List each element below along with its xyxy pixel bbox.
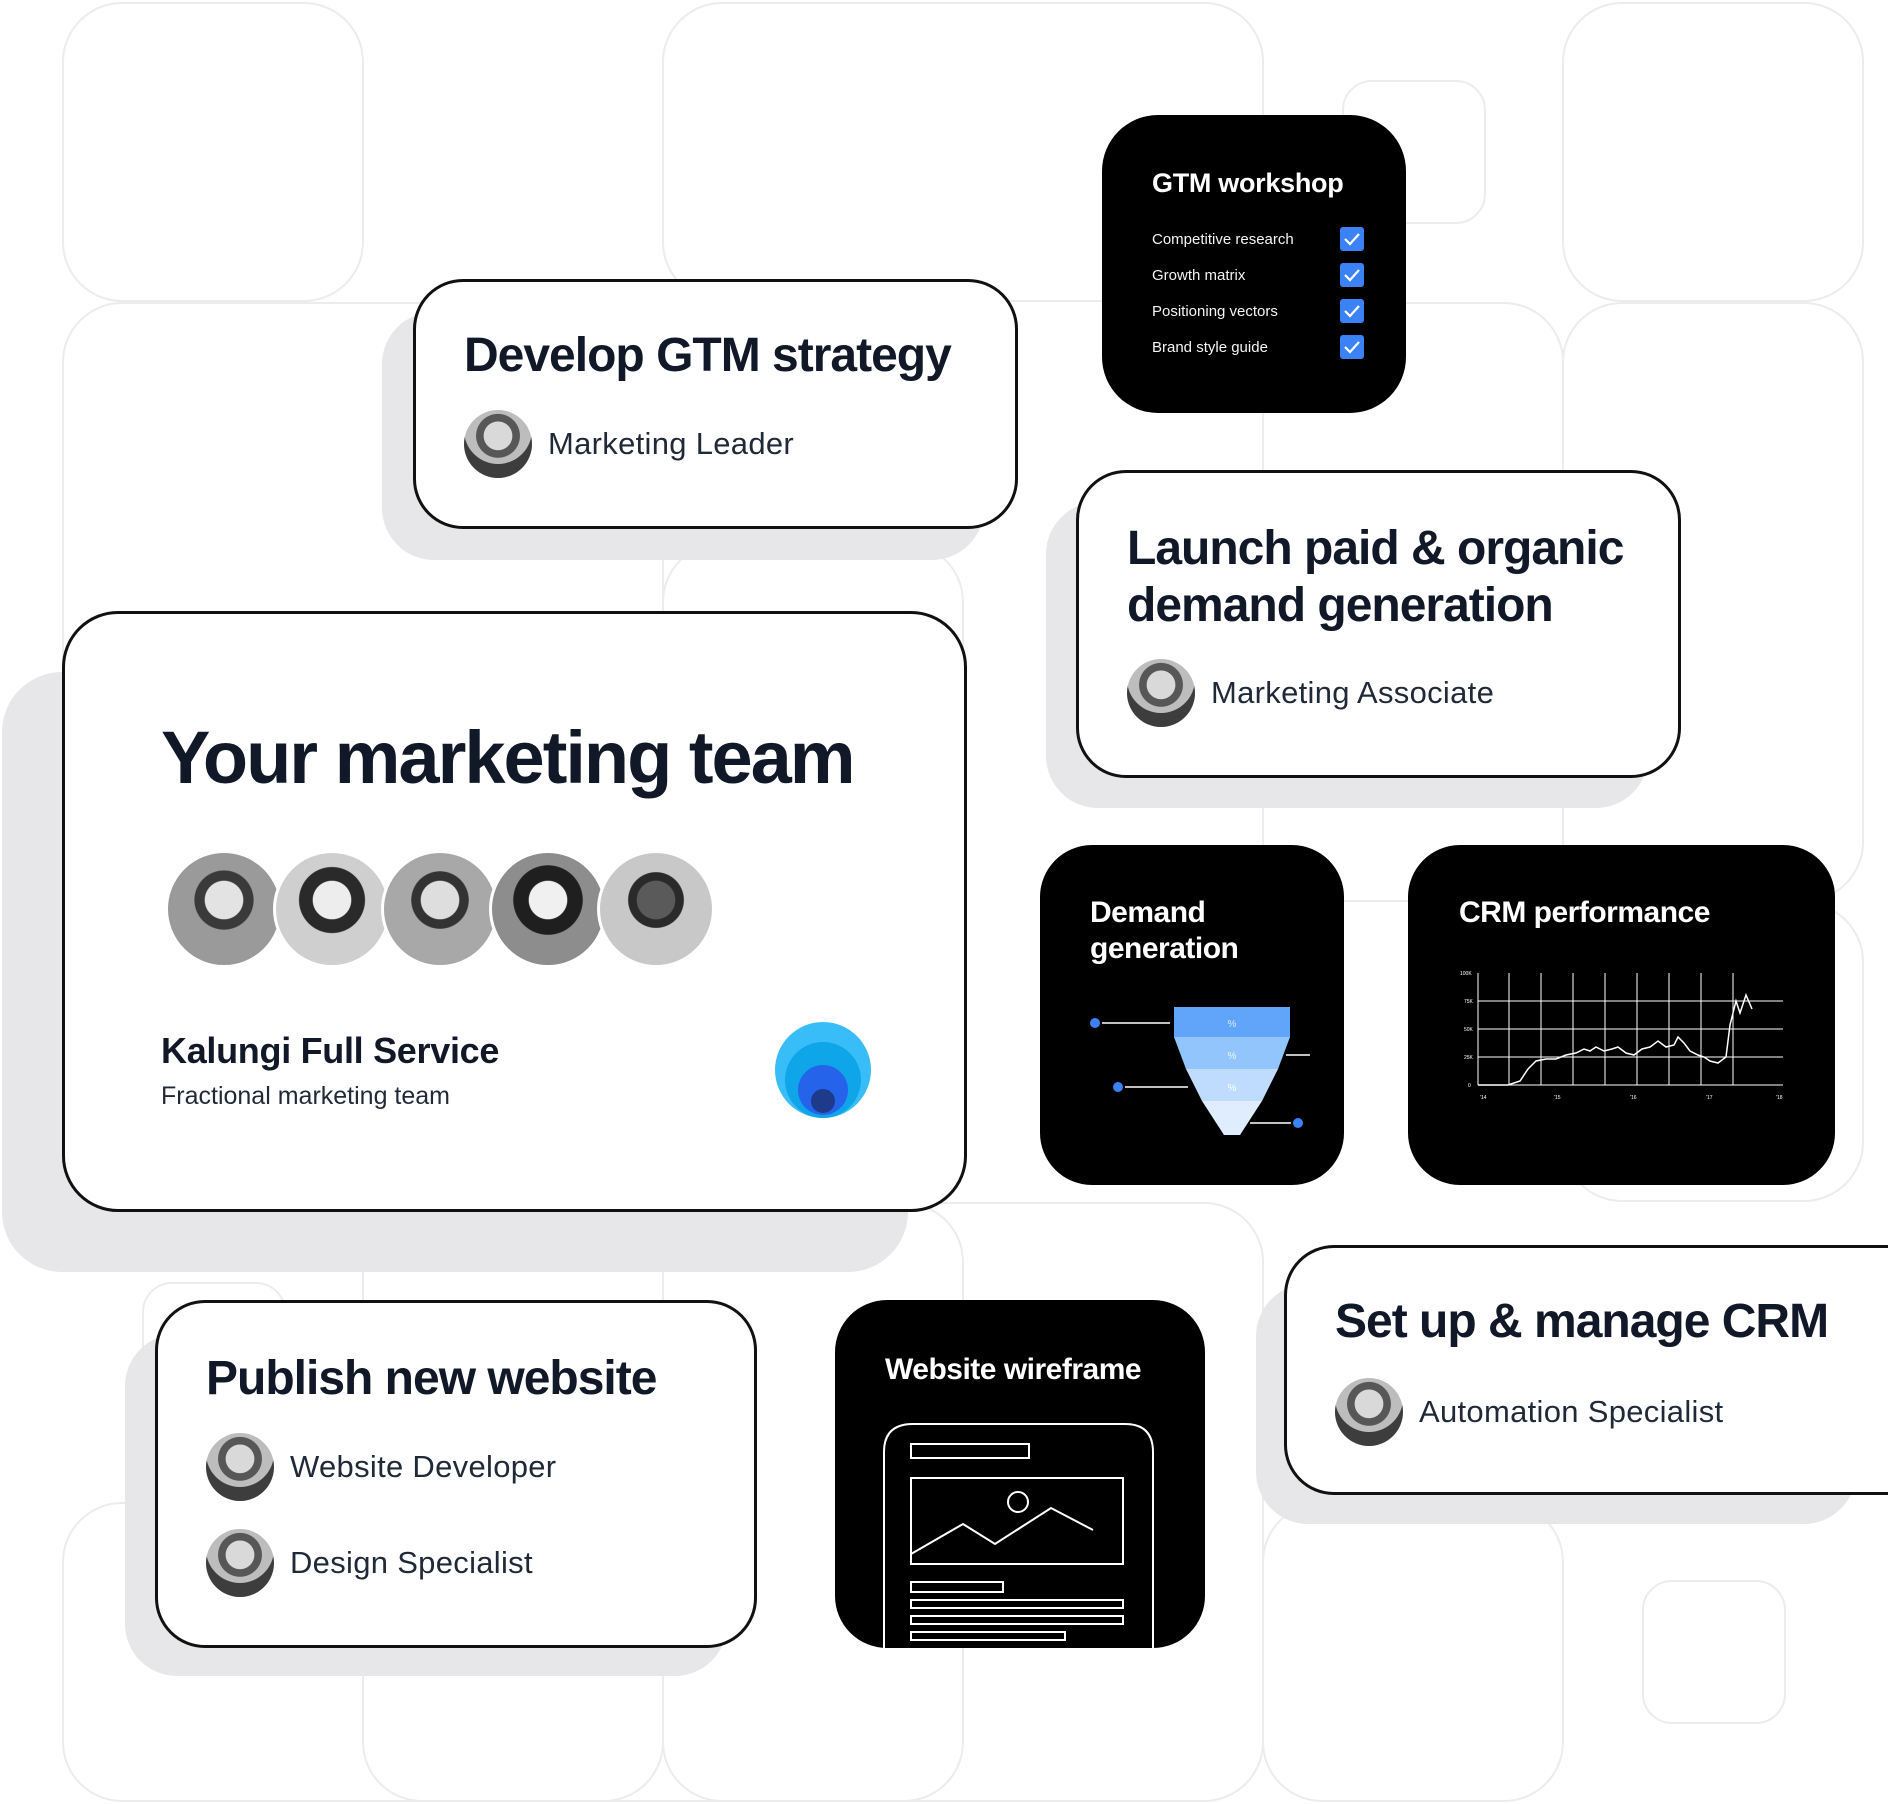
- gtm-workshop-title: GTM workshop: [1152, 168, 1344, 198]
- checkbox-checked-icon[interactable]: [1340, 227, 1364, 251]
- publish-website-card[interactable]: Publish new website Website Developer De…: [155, 1300, 757, 1648]
- crm-x-ticks: '14 '15 '16 '17 '18: [1480, 1095, 1783, 1101]
- checklist-item-brand-style-guide[interactable]: Brand style guide: [1152, 335, 1364, 359]
- crm-y-ticks: 100K 75K 50K 25K 0: [1460, 971, 1474, 1089]
- funnel-label: %: [1228, 1083, 1237, 1094]
- funnel-graphic: % % %: [1090, 1007, 1310, 1135]
- y-tick: 25K: [1464, 1055, 1474, 1061]
- marketing-team-card[interactable]: Your marketing team Kalungi Full Service…: [62, 611, 967, 1212]
- y-tick: 0: [1468, 1083, 1471, 1089]
- team-avatar: [381, 850, 499, 968]
- funnel-marker: [1090, 1018, 1100, 1028]
- x-tick: '15: [1554, 1095, 1561, 1101]
- y-tick: 100K: [1460, 971, 1472, 977]
- checkbox-checked-icon[interactable]: [1340, 263, 1364, 287]
- x-tick: '14: [1480, 1095, 1487, 1101]
- x-tick: '16: [1630, 1095, 1637, 1101]
- funnel-tier-2: [1174, 1037, 1290, 1069]
- avatar: [206, 1529, 274, 1597]
- team-avatar: [489, 850, 607, 968]
- checklist-item-competitive-research[interactable]: Competitive research: [1152, 227, 1364, 251]
- kalungi-logo-icon: [774, 1021, 872, 1119]
- avatar: [1335, 1378, 1403, 1446]
- marketing-team-title: Your marketing team: [161, 716, 856, 799]
- role-design-specialist: Design Specialist: [206, 1529, 533, 1597]
- team-avatar: [273, 850, 391, 968]
- role-website-developer: Website Developer: [206, 1433, 556, 1501]
- demand-generation-title-line1: Demand: [1090, 896, 1206, 929]
- gtm-workshop-card: GTM workshop Competitive research Growth…: [1102, 115, 1406, 413]
- checklist-item-positioning-vectors[interactable]: Positioning vectors: [1152, 299, 1364, 323]
- checklist-item-growth-matrix[interactable]: Growth matrix: [1152, 263, 1364, 287]
- avatar: [1127, 659, 1195, 727]
- publish-website-title: Publish new website: [206, 1352, 657, 1405]
- role-label: Automation Specialist: [1419, 1394, 1724, 1429]
- checklist-item-label: Competitive research: [1152, 230, 1294, 248]
- launch-demand-card[interactable]: Launch paid & organic demand generation …: [1076, 470, 1681, 778]
- demand-generation-card: Demand generation % % %: [1040, 845, 1344, 1185]
- y-tick: 50K: [1464, 1027, 1474, 1033]
- x-tick: '17: [1706, 1095, 1713, 1101]
- checklist-item-label: Positioning vectors: [1152, 302, 1278, 320]
- checklist-item-label: Growth matrix: [1152, 266, 1246, 284]
- avatar: [206, 1433, 274, 1501]
- crm-performance-card: CRM performance 100K 75K 50K 25K 0 '14: [1408, 845, 1835, 1185]
- x-tick: '18: [1776, 1095, 1783, 1101]
- wireframe-graphic: [883, 1423, 1154, 1648]
- launch-demand-title-line2: demand generation: [1127, 578, 1554, 632]
- company-name: Kalungi Full Service: [161, 1030, 500, 1071]
- funnel-marker: [1293, 1118, 1303, 1128]
- website-wireframe-card: Website wireframe: [835, 1300, 1205, 1648]
- checklist-item-label: Brand style guide: [1152, 338, 1268, 356]
- role-marketing-leader: Marketing Leader: [464, 410, 794, 478]
- funnel-tier-1: [1174, 1007, 1290, 1037]
- funnel-tier-3: [1186, 1069, 1278, 1101]
- launch-demand-title: Launch paid & organic demand generation: [1127, 521, 1624, 634]
- y-tick: 75K: [1464, 999, 1474, 1005]
- crm-manage-title: Set up & manage CRM: [1335, 1295, 1829, 1348]
- develop-gtm-title: Develop GTM strategy: [464, 329, 952, 382]
- launch-demand-title-line1: Launch paid & organic: [1127, 522, 1624, 575]
- funnel-label: %: [1228, 1019, 1237, 1030]
- funnel-label: %: [1228, 1051, 1237, 1062]
- crm-line-chart: 100K 75K 50K 25K 0 '14 '15 '16 '17 '18: [1460, 971, 1783, 1101]
- role-marketing-associate: Marketing Associate: [1127, 659, 1494, 727]
- team-avatar: [165, 850, 283, 968]
- website-wireframe-title: Website wireframe: [885, 1353, 1142, 1386]
- role-label: Marketing Associate: [1211, 675, 1495, 710]
- demand-generation-title: Demand generation: [1090, 895, 1239, 967]
- demand-generation-title-line2: generation: [1090, 932, 1239, 965]
- develop-gtm-card[interactable]: Develop GTM strategy Marketing Leader: [413, 279, 1018, 529]
- role-label: Design Specialist: [290, 1545, 533, 1580]
- role-automation-specialist: Automation Specialist: [1335, 1378, 1723, 1446]
- checkbox-checked-icon[interactable]: [1340, 299, 1364, 323]
- role-label: Website Developer: [290, 1449, 557, 1484]
- checkbox-checked-icon[interactable]: [1340, 335, 1364, 359]
- crm-manage-card[interactable]: Set up & manage CRM Automation Specialis…: [1284, 1245, 1888, 1495]
- funnel-marker: [1113, 1082, 1123, 1092]
- company-subtitle: Fractional marketing team: [161, 1082, 451, 1110]
- role-label: Marketing Leader: [548, 426, 795, 461]
- avatar: [464, 410, 532, 478]
- crm-performance-title: CRM performance: [1459, 896, 1710, 929]
- team-avatar: [597, 850, 715, 968]
- funnel-tier-4: [1202, 1101, 1262, 1135]
- crm-series-line: [1478, 992, 1753, 1086]
